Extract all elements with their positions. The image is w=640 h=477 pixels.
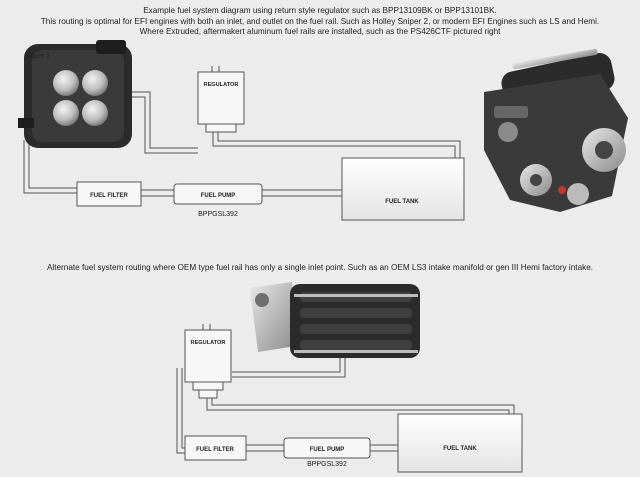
- fuel-pump-1-label: FUEL PUMP: [201, 193, 236, 199]
- diagram-1: Sniper 2 REGULATOR FUEL FILTER FUEL PUMP…: [18, 40, 628, 221]
- fuel-tank-1-label: FUEL TANK: [385, 199, 419, 205]
- throttle-bore-icon: [82, 70, 108, 96]
- fuel-tank-2: [397, 413, 523, 473]
- fuel-pump-2-label: FUEL PUMP: [310, 447, 345, 453]
- fuel-lines-2: [176, 296, 515, 454]
- fuel-tank-2-label: FUEL TANK: [443, 446, 477, 452]
- top-caption-line-2: This routing is optimal for EFI engines …: [40, 16, 600, 26]
- top-caption-line-3: Where Extruded, aftermakert aluminum fue…: [139, 27, 501, 36]
- fuel-filter-1-label: FUEL FILTER: [90, 193, 128, 199]
- intake-manifold-picture: [250, 282, 420, 358]
- engine-picture: [484, 48, 628, 212]
- fuel-pump-2-part: BPPGSL392: [307, 461, 347, 468]
- top-caption: Example fuel system diagram using return…: [0, 6, 640, 38]
- throttle-bore-icon: [82, 100, 108, 126]
- bottom-caption: Alternate fuel system routing where OEM …: [0, 263, 640, 274]
- fuel-pump-2: [283, 437, 371, 459]
- regulator-2-label: REGULATOR: [191, 340, 226, 346]
- throttle-bore-icon: [53, 70, 79, 96]
- regulator-2: [184, 324, 232, 399]
- fuel-filter-1: [76, 181, 142, 207]
- fuel-pump-1: [173, 183, 263, 205]
- bottom-caption-line: Alternate fuel system routing where OEM …: [46, 263, 594, 272]
- regulator-1: [197, 66, 245, 133]
- regulator-1-label: REGULATOR: [204, 82, 239, 88]
- fuel-tank-1: [341, 157, 465, 221]
- fuel-pump-1-part: BPPGSL392: [198, 211, 238, 218]
- diagram-2: REGULATOR FUEL FILTER FUEL PUMP BPPGSL39…: [176, 282, 523, 473]
- throttle-bore-icon: [53, 100, 79, 126]
- fuel-filter-2: [184, 435, 247, 461]
- throttle-body-label: Sniper 2: [24, 53, 50, 60]
- top-caption-line-1: Example fuel system diagram using return…: [143, 6, 497, 15]
- fuel-lines-1: [23, 91, 461, 197]
- fuel-filter-2-label: FUEL FILTER: [196, 447, 234, 453]
- sniper-2-throttle-body: [18, 40, 132, 148]
